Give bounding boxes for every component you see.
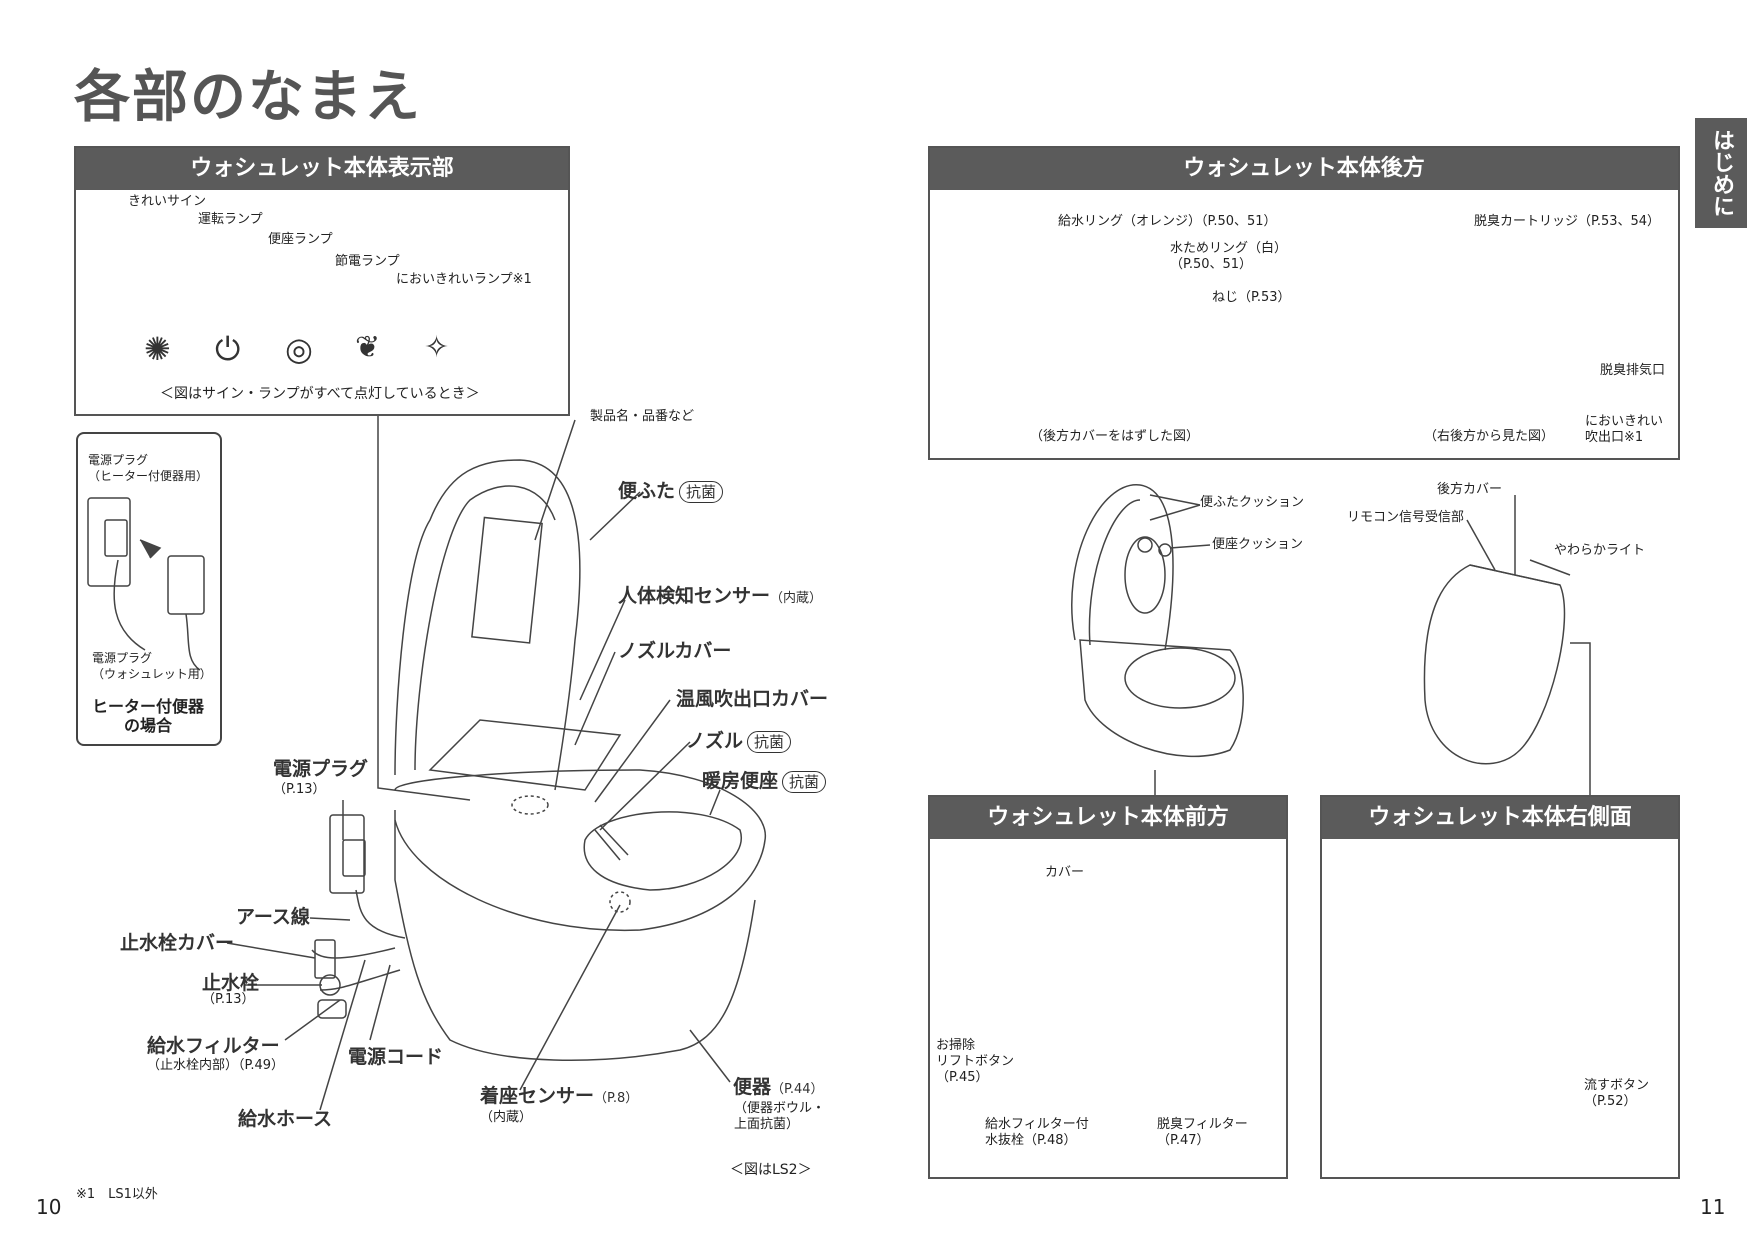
figure-note: ＜図はLS2＞ (730, 1162, 812, 1178)
label-screw: ねじ（P.53） (1212, 290, 1291, 305)
footnote: ※1 LS1以外 (76, 1187, 158, 1202)
antibacterial-badge: 抗菌 (782, 771, 827, 793)
label-product-name: 製品名・品番など (590, 409, 695, 424)
label-rear-cover: 後方カバー (1437, 482, 1503, 497)
label-deodor-filter: 脱臭フィルター （P.47） (1157, 1117, 1248, 1148)
label-flush-button: 流すボタン （P.52） (1584, 1078, 1650, 1109)
label-lift-button: お掃除 リフトボタン （P.45） (936, 1038, 1015, 1085)
label-nioi-lamp: においきれいランプ※1 (396, 272, 532, 287)
label-nioi-outlet: においきれい 吹出口※1 (1585, 414, 1664, 445)
label-supply-hose: 給水ホース (238, 1108, 333, 1130)
label-drain-valve: 給水フィルター付 水抜栓（P.48） (985, 1117, 1089, 1148)
rear-caption-right: （右後方から見た図） (1424, 429, 1555, 444)
label-power-plug: 電源プラグ (273, 758, 369, 780)
display-panel: ウォシュレット本体表示部 (74, 146, 570, 416)
heater-box-title: ヒーター付便器 の場合 (91, 697, 204, 735)
label-setsuden-lamp: 節電ランプ (335, 254, 400, 269)
section-tab[interactable]: はじめに (1695, 118, 1747, 228)
antibacterial-badge: 抗菌 (747, 731, 792, 753)
label-power-cord: 電源コード (348, 1046, 444, 1068)
label-unten-lamp: 運転ランプ (198, 212, 263, 227)
label-warm-air-cover: 温風吹出口カバー (676, 688, 829, 710)
heater-box (76, 432, 222, 746)
label-toilet: 便器（P.44） (733, 1076, 824, 1098)
label-stop-valve-ref: （P.13） (202, 992, 255, 1007)
label-supply-ring: 給水リング（オレンジ）（P.50、51） (1058, 214, 1277, 229)
label-cover: カバー (1045, 865, 1085, 880)
label-nozzle: ノズル抗菌 (686, 730, 792, 753)
label-plug-washlet: 電源プラグ （ウォシュレット用） (92, 651, 212, 681)
rear-caption-left: （後方カバーをはずした図） (1030, 429, 1200, 444)
label-earth-wire: アース線 (236, 906, 310, 928)
label-stop-valve: 止水栓 (202, 972, 260, 994)
label-remote-receiver: リモコン信号受信部 (1347, 510, 1465, 525)
display-panel-header: ウォシュレット本体表示部 (76, 148, 568, 190)
front-panel: ウォシュレット本体前方 (928, 795, 1288, 1179)
page-number-left: 10 (36, 1195, 62, 1219)
label-power-plug-ref: （P.13） (273, 782, 326, 797)
label-plug-heater: 電源プラグ （ヒーター付便器用） (88, 453, 209, 483)
label-lid-cushion: 便ふたクッション (1200, 495, 1305, 510)
label-seat-cushion: 便座クッション (1212, 537, 1304, 552)
label-kirei-sign: きれいサイン (128, 194, 207, 209)
label-nozzle-cover: ノズルカバー (618, 640, 732, 662)
label-water-filter: 給水フィルター (147, 1035, 280, 1057)
rear-panel: ウォシュレット本体後方 (928, 146, 1680, 460)
label-human-sensor: 人体検知センサー（内蔵） (618, 585, 823, 607)
right-panel-header: ウォシュレット本体右側面 (1322, 797, 1678, 839)
page-title: 各部のなまえ (74, 65, 422, 130)
label-exhaust: 脱臭排気口 (1600, 363, 1666, 378)
label-soft-light: やわらかライト (1554, 543, 1646, 558)
antibacterial-badge: 抗菌 (679, 481, 724, 503)
label-benza-lamp: 便座ランプ (268, 232, 333, 247)
right-panel: ウォシュレット本体右側面 (1320, 795, 1680, 1179)
leaf-icon: ❦ (355, 330, 381, 365)
display-caption: ＜図はサイン・ランプがすべて点灯しているとき＞ (160, 386, 480, 402)
label-water-ring: 水ためリング（白） （P.50、51） (1170, 241, 1288, 272)
label-seat-sensor: 着座センサー（P.8） (480, 1085, 639, 1107)
label-seat-sensor-note: （内蔵） (480, 1110, 533, 1125)
label-water-filter-note: （止水栓内部）（P.49） (147, 1058, 284, 1073)
kirei-sign-icon: ✺ (144, 330, 171, 368)
label-heated-seat: 暖房便座抗菌 (702, 770, 827, 793)
label-toilet-note: （便器ボウル・ 上面抗菌） (734, 1101, 826, 1132)
rear-panel-header: ウォシュレット本体後方 (930, 148, 1678, 190)
label-benfuta: 便ふた抗菌 (618, 480, 724, 503)
power-icon: ⏻ (215, 330, 241, 368)
label-stop-valve-cover: 止水栓カバー (120, 932, 235, 954)
sparkle-icon: ✧ (424, 330, 450, 365)
page-number-right: 11 (1700, 1195, 1726, 1219)
seat-icon: ◎ (285, 330, 313, 368)
label-cartridge: 脱臭カートリッジ（P.53、54） (1474, 214, 1661, 229)
front-panel-header: ウォシュレット本体前方 (930, 797, 1286, 839)
